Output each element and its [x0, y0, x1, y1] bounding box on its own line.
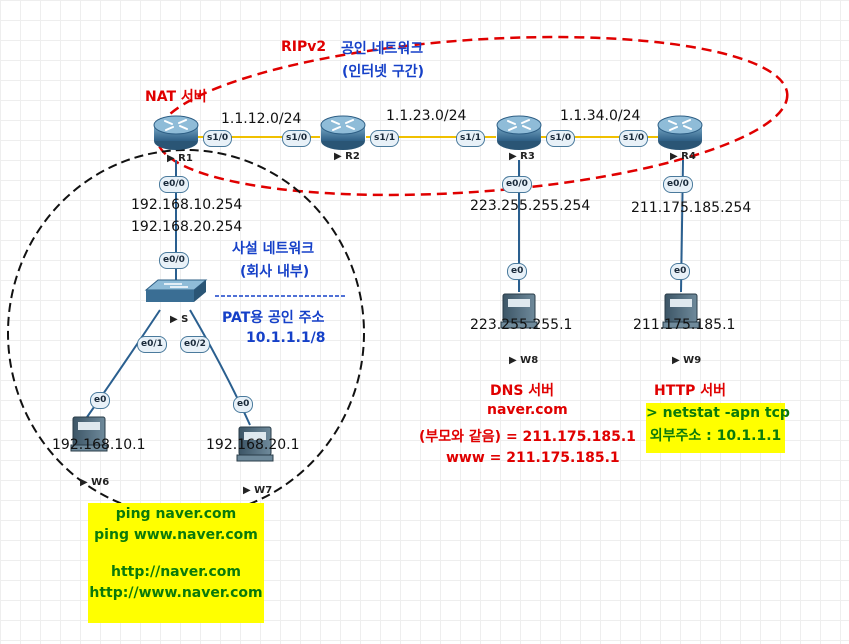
pat-title: PAT용 공인 주소 [222, 310, 325, 326]
device-label-w9: ▶ W9 [672, 355, 702, 366]
iface-r3-e0-0: e0/0 [502, 176, 532, 193]
test-ping-1: ping naver.com [115, 506, 237, 522]
iface-w8-e0: e0 [507, 263, 528, 280]
device-label-r3: ▶ R3 [509, 151, 535, 162]
iface-w6-e0: e0 [90, 392, 111, 409]
device-label-w6: ▶ W6 [80, 477, 110, 488]
router-r3-icon[interactable] [496, 115, 542, 151]
subnet-r1-r2: 1.1.12.0/24 [221, 111, 302, 127]
dns-www-record: www = 211.175.185.1 [446, 450, 620, 466]
test-commands-note: ping naver.com ping www.naver.com http:/… [88, 503, 264, 623]
device-label-s: ▶ S [170, 314, 189, 325]
iface-r3-s1-1: s1/1 [456, 130, 486, 147]
iface-r1-e0-0: e0/0 [159, 176, 189, 193]
ip-w7: 192.168.20.1 [206, 437, 300, 453]
iface-r1-s1-0: s1/0 [203, 130, 233, 147]
device-label-w8: ▶ W8 [509, 355, 539, 366]
ip-w8: 223.255.255.1 [470, 317, 573, 333]
public-network-subtitle: (인터넷 구간) [342, 64, 425, 80]
iface-r4-s1-0: s1/0 [619, 130, 649, 147]
dns-title: DNS 서버 [490, 383, 555, 399]
switch-s-icon[interactable] [144, 279, 208, 302]
link-s-w6 [84, 309, 161, 421]
ip-r1-a: 192.168.10.254 [131, 197, 243, 213]
ip-w6: 192.168.10.1 [52, 437, 146, 453]
router-r4-icon[interactable] [657, 115, 703, 151]
http-title: HTTP 서버 [654, 383, 727, 399]
ripv2-label: RIPv2 [281, 39, 327, 55]
iface-s-e0-1: e0/1 [137, 336, 167, 353]
subnet-r3-r4: 1.1.34.0/24 [560, 108, 641, 124]
router-r2-icon[interactable] [320, 115, 366, 151]
http-foreign-address: 외부주소 : 10.1.1.1 [649, 428, 782, 444]
iface-w7-e0: e0 [233, 396, 254, 413]
subnet-r2-r3: 1.1.23.0/24 [386, 108, 467, 124]
http-netstat-note: > netstat -apn tcp 외부주소 : 10.1.1.1 [646, 403, 790, 453]
router-r1-icon[interactable] [153, 115, 199, 151]
ip-r4: 211.175.185.254 [631, 200, 752, 216]
nat-server-label: NAT 서버 [145, 89, 207, 105]
device-label-r1: ▶ R1 [167, 153, 193, 164]
private-network-title: 사설 네트워크 [232, 241, 315, 257]
ip-r3: 223.255.255.254 [470, 198, 591, 214]
test-http-1: http://naver.com [111, 564, 241, 580]
dns-parent-record: (부모와 같음) = 211.175.185.1 [419, 429, 636, 445]
device-label-w7: ▶ W7 [243, 485, 273, 496]
ip-r1-b: 192.168.20.254 [131, 219, 243, 235]
iface-s-e0-0: e0/0 [159, 252, 189, 269]
test-http-2: http://www.naver.com [89, 585, 263, 601]
private-network-subtitle: (회사 내부) [240, 264, 310, 280]
iface-r4-e0-0: e0/0 [663, 176, 693, 193]
iface-s-e0-2: e0/2 [180, 336, 210, 353]
pat-address: 10.1.1.1/8 [246, 330, 326, 346]
iface-r3-s1-0: s1/0 [546, 130, 576, 147]
public-network-title: 공인 네트워크 [341, 41, 424, 57]
ip-w9: 211.175.185.1 [633, 317, 736, 333]
dns-domain: naver.com [487, 402, 568, 418]
iface-w9-e0: e0 [670, 263, 691, 280]
device-label-r4: ▶ R4 [670, 151, 696, 162]
device-label-r2: ▶ R2 [334, 151, 360, 162]
iface-r2-s1-1: s1/1 [370, 130, 400, 147]
test-ping-2: ping www.naver.com [94, 527, 258, 543]
http-netstat-cmd: > netstat -apn tcp [646, 405, 790, 421]
iface-r2-s1-0: s1/0 [282, 130, 312, 147]
